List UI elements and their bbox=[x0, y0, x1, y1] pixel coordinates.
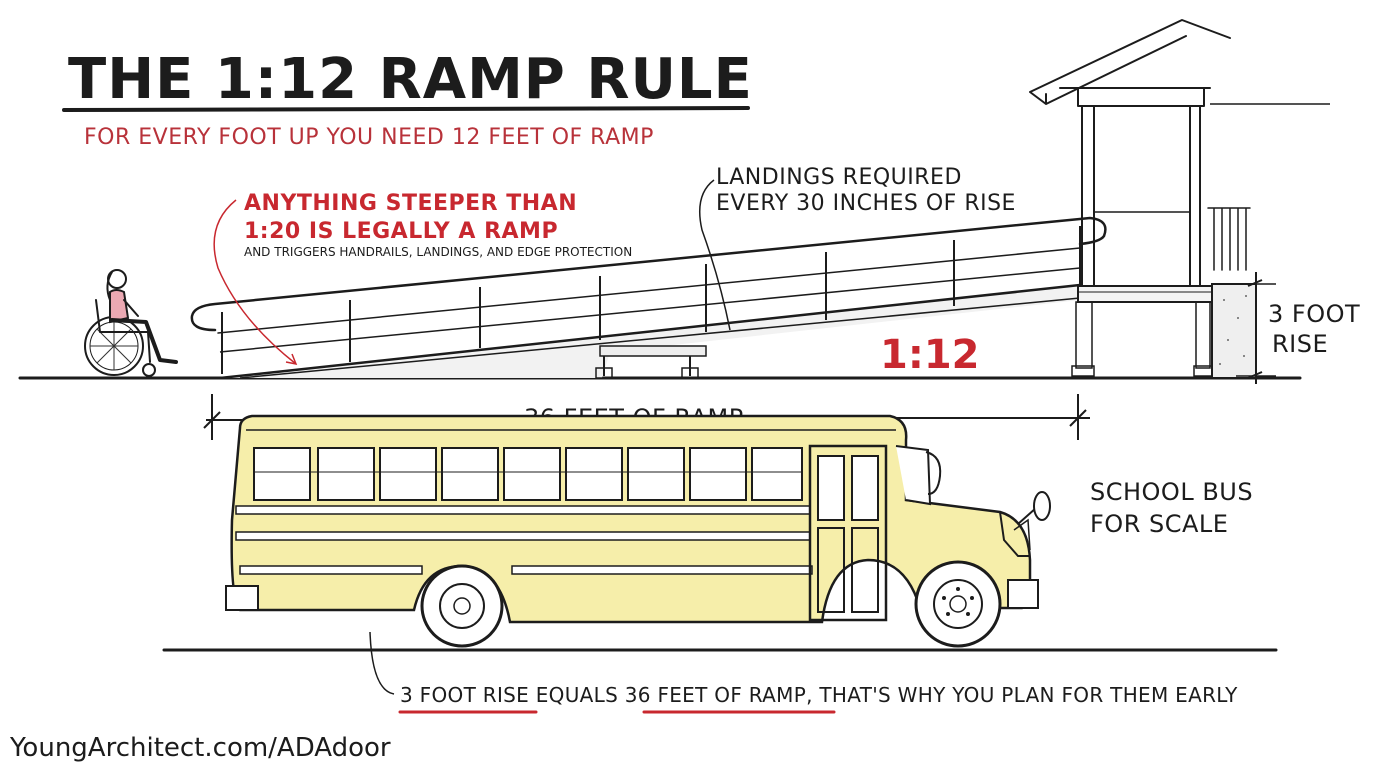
school-bus-illustration bbox=[225, 414, 1051, 648]
steeper-note-line2: 1:20 IS LEGALLY A RAMP bbox=[244, 219, 558, 244]
steeper-note-detail: AND TRIGGERS HANDRAILS, LANDINGS, AND ED… bbox=[244, 245, 632, 259]
page-subtitle: FOR EVERY FOOT UP YOU NEED 12 FEET OF RA… bbox=[84, 125, 654, 150]
bottom-note-part2: EQUALS bbox=[529, 683, 625, 707]
landings-note-line2: EVERY 30 INCHES OF RISE bbox=[716, 191, 1016, 216]
ramp-structure bbox=[190, 216, 1107, 380]
website-link[interactable]: YoungArchitect.com/ADAdoor bbox=[9, 733, 391, 763]
title-underline bbox=[62, 106, 750, 112]
page-title: THE 1:12 RAMP RULE bbox=[68, 47, 753, 112]
bus-label-line1: SCHOOL BUS bbox=[1090, 478, 1253, 506]
rise-label-line2: RISE bbox=[1272, 330, 1328, 358]
bottom-note-leader bbox=[369, 631, 395, 695]
bottom-note-part1: 3 FOOT RISE bbox=[400, 683, 529, 707]
bus-rear-wheel bbox=[420, 564, 504, 648]
bus-windows bbox=[253, 447, 803, 501]
ratio-label: 1:12 bbox=[880, 332, 980, 378]
steeper-arrow-icon bbox=[285, 353, 298, 366]
bus-label-line2: FOR SCALE bbox=[1090, 510, 1228, 538]
bus-door bbox=[808, 444, 888, 622]
landings-note-line1: LANDINGS REQUIRED bbox=[716, 165, 962, 190]
bottom-note: 3 FOOT RISE EQUALS 36 FEET OF RAMP, THAT… bbox=[400, 683, 1238, 707]
landings-note-leader bbox=[699, 179, 731, 331]
bus-front-wheel bbox=[914, 560, 1002, 648]
steeper-note-leader bbox=[213, 199, 297, 365]
steeper-note-line1: ANYTHING STEEPER THAN bbox=[244, 191, 577, 216]
wheelchair-user-icon bbox=[84, 269, 178, 377]
rise-dimension bbox=[1236, 272, 1276, 384]
building-porch bbox=[1029, 19, 1330, 379]
bottom-note-part3: 36 FEET OF RAMP bbox=[625, 683, 806, 707]
bottom-note-part4: , THAT'S WHY YOU PLAN FOR THEM EARLY bbox=[806, 683, 1238, 707]
rise-label-line1: 3 FOOT bbox=[1268, 300, 1360, 328]
